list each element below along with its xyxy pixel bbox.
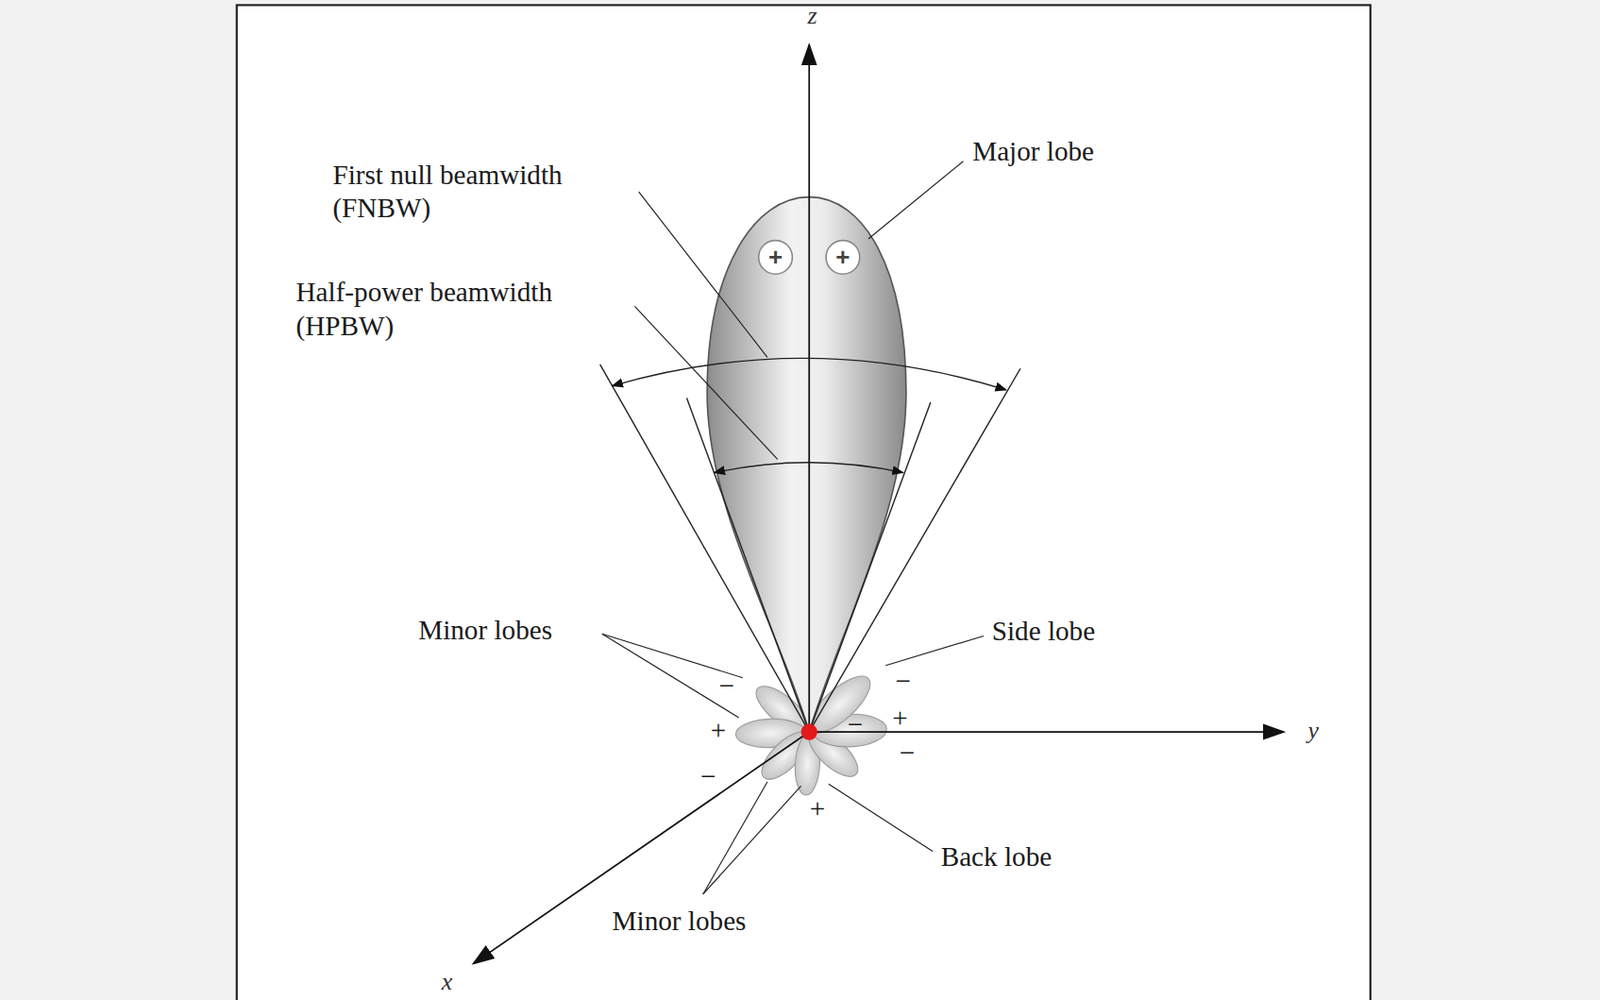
sign-label: + xyxy=(809,791,826,826)
part-label: Half-power beamwidth (HPBW) xyxy=(295,275,643,343)
part-label: Minor lobes xyxy=(612,904,747,939)
circle-shape xyxy=(825,240,860,275)
part-label: Back lobe xyxy=(941,840,1053,875)
circled-sign: + xyxy=(757,238,794,276)
sign-label: + xyxy=(835,244,850,270)
sign-label: − xyxy=(700,759,716,794)
sign-label: − xyxy=(894,664,910,699)
axis-label: x xyxy=(441,966,454,997)
frame xyxy=(236,4,1371,1000)
part-label: First null beamwidth (FNBW) xyxy=(332,158,649,226)
axis-label: y xyxy=(1307,715,1319,746)
sign-label: + xyxy=(710,713,726,748)
axis-label: z xyxy=(807,0,817,32)
sign-label: + xyxy=(892,701,908,736)
origin-dot xyxy=(801,723,818,740)
part-label: Minor lobes xyxy=(418,613,553,648)
sign-label: − xyxy=(718,669,734,704)
axes xyxy=(473,45,1284,964)
part-label: Major lobe xyxy=(972,134,1095,169)
sign-label: + xyxy=(768,244,783,270)
leader-lines xyxy=(602,161,984,894)
sign-label: − xyxy=(847,707,863,742)
circled-sign: + xyxy=(824,238,861,276)
beamwidth-lines xyxy=(600,357,1021,732)
part-label: Side lobe xyxy=(992,614,1095,649)
sign-label: − xyxy=(899,736,915,771)
circle-shape xyxy=(758,240,793,275)
major-lobe xyxy=(707,197,907,732)
